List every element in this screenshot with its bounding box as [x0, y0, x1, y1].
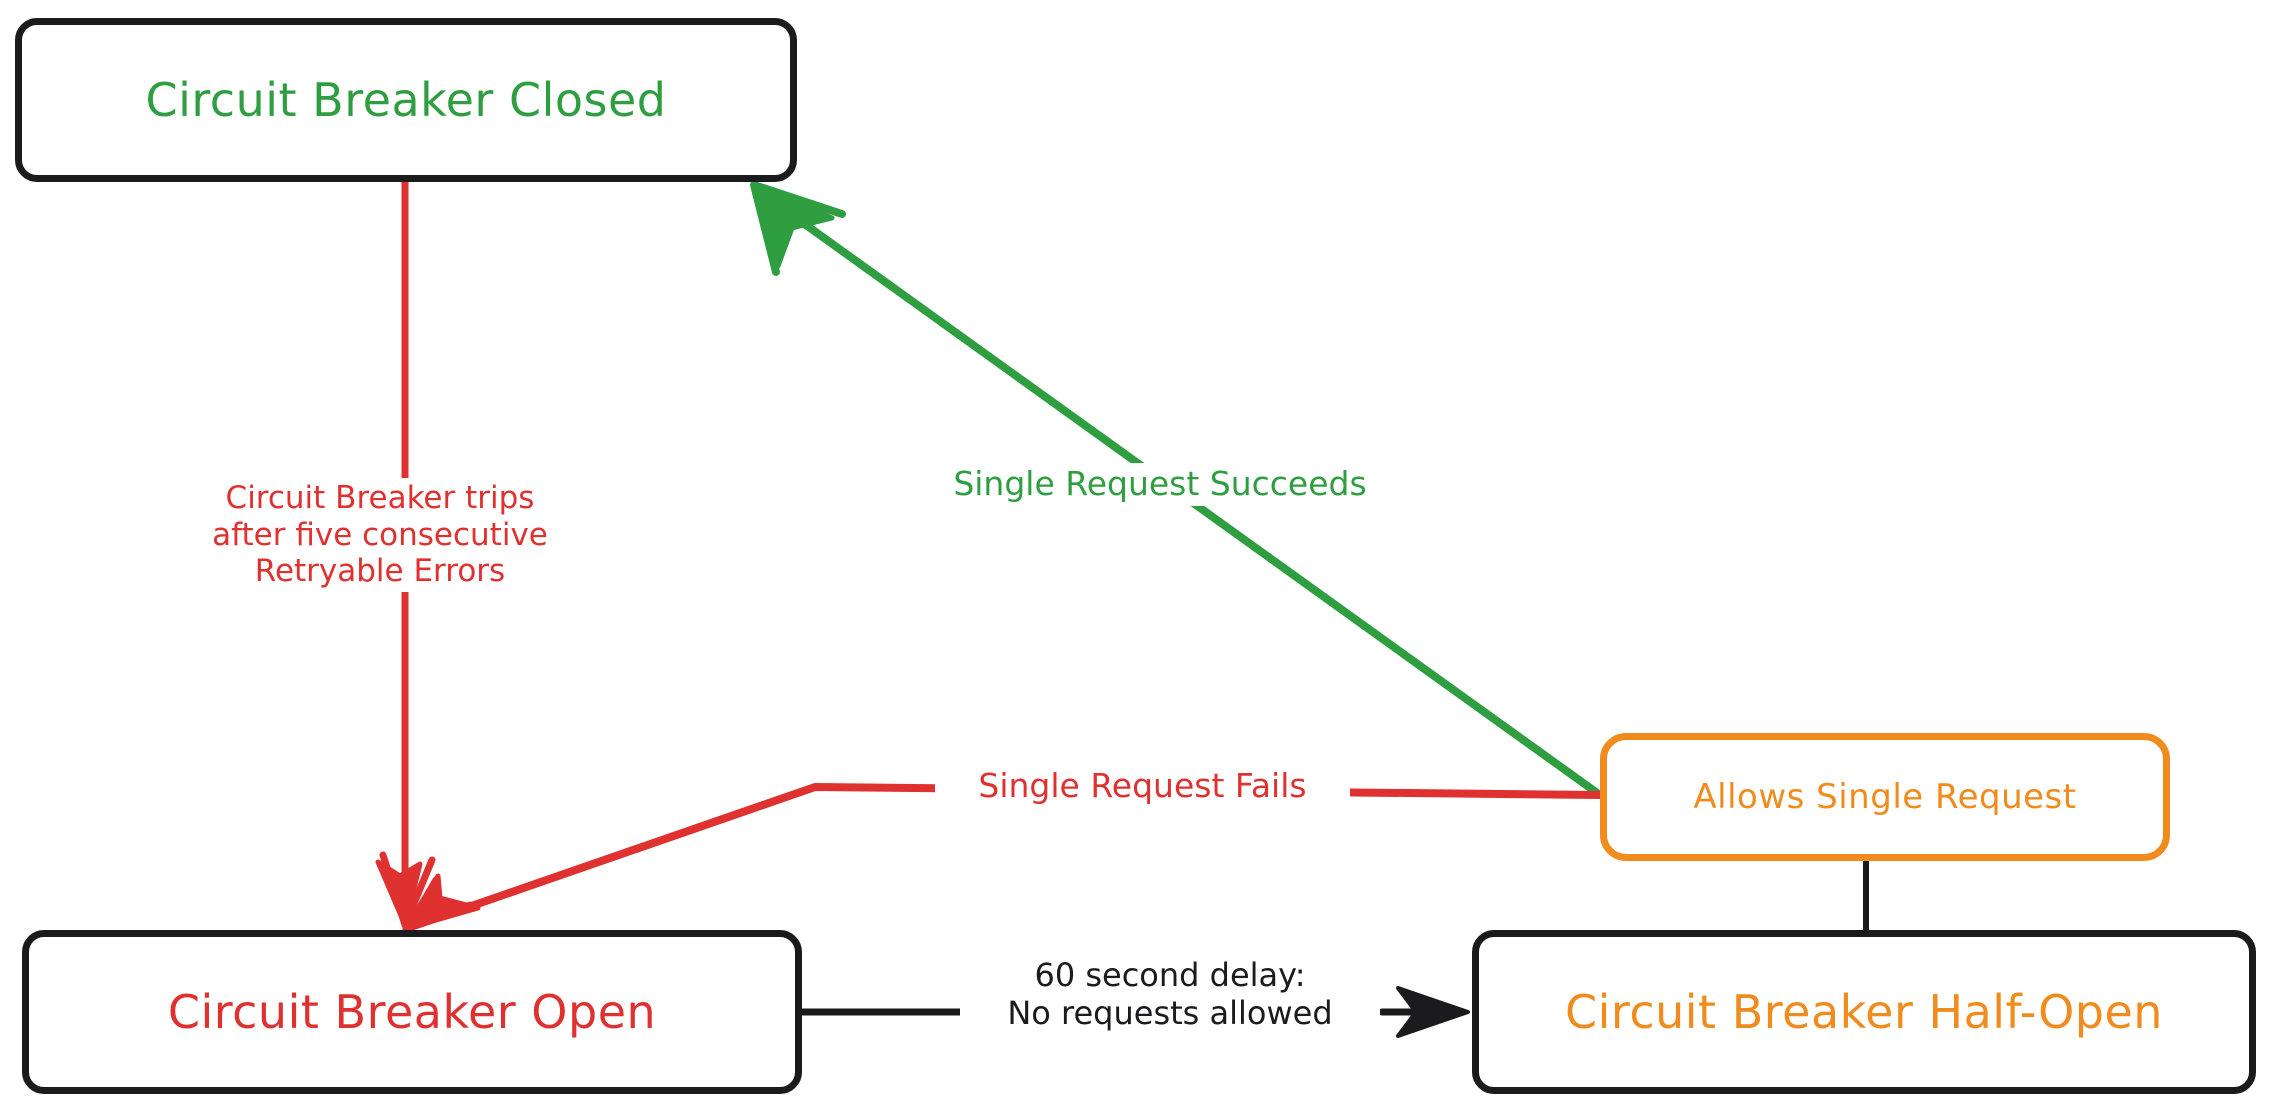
state-node-circuit-breaker-half-open[interactable]: Circuit Breaker Half-Open [1472, 930, 2256, 1094]
state-node-label: Circuit Breaker Open [167, 985, 657, 1039]
state-node-label: Allows Single Request [1693, 777, 2077, 817]
edge-open-to-halfopen [798, 986, 1470, 1038]
edge-label-sixty-second-delay: 60 second delay: No requests allowed [960, 955, 1380, 1035]
edge-label-single-request-succeeds: Single Request Succeeds [915, 463, 1405, 506]
state-node-allows-single-request[interactable]: Allows Single Request [1600, 733, 2170, 861]
edge-label-single-request-fails: Single Request Fails [935, 765, 1350, 808]
state-node-label: Circuit Breaker Closed [145, 73, 667, 127]
state-node-circuit-breaker-open[interactable]: Circuit Breaker Open [22, 930, 802, 1094]
state-node-label: Circuit Breaker Half-Open [1565, 985, 2163, 1039]
state-node-circuit-breaker-closed[interactable]: Circuit Breaker Closed [15, 18, 797, 182]
edge-allows-to-open [402, 783, 1604, 932]
edge-label-closed-to-open: Circuit Breaker trips after five consecu… [170, 478, 590, 592]
